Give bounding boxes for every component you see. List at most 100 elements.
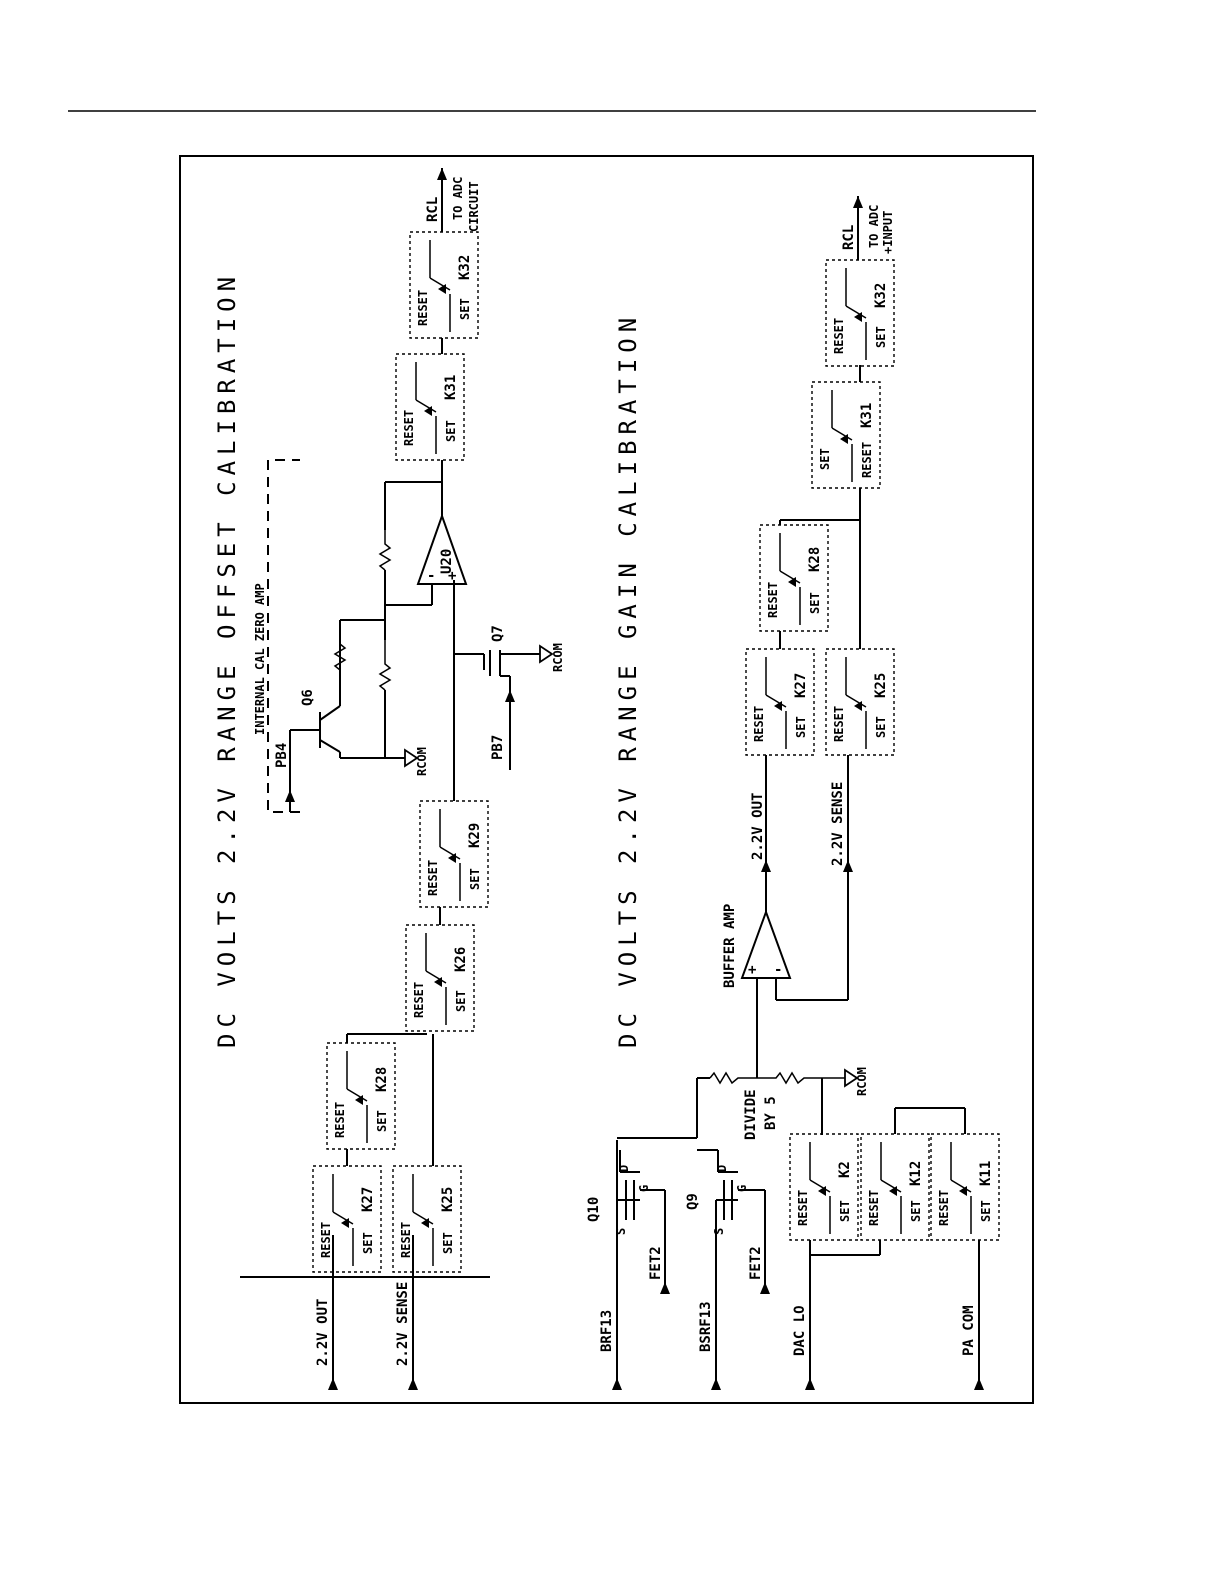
k12-set-label: SET (909, 1200, 923, 1222)
bsrf-arrow-icon (711, 1378, 721, 1390)
buffer-minus: - (774, 962, 782, 978)
u20-label: U20 (439, 549, 455, 574)
k25-reset-label: RESET (399, 1222, 413, 1258)
gain-title: DC VOLTS 2.2V RANGE GAIN CALIBRATION (614, 312, 642, 1048)
q10-s-label: S (614, 1228, 628, 1235)
out-input-arrow-icon (328, 1378, 338, 1390)
input-brf-label: BRF13 (599, 1310, 615, 1352)
q10-label: Q10 (586, 1197, 602, 1222)
rcl-arrow-icon (437, 168, 447, 180)
drawing-frame (179, 155, 1034, 1404)
k27g-label: K27 (793, 673, 809, 698)
buffer-out-arrow-icon (761, 860, 771, 872)
pb4-arrow-icon (285, 790, 295, 802)
k26-reset-label: RESET (412, 982, 426, 1018)
sense-input-arrow-icon (408, 1378, 418, 1390)
k31-reset-label: RESET (402, 410, 416, 446)
dest-label-bottom-2: +INPUT (881, 211, 895, 254)
gain-resistor (378, 530, 392, 571)
k29-label: K29 (467, 823, 483, 848)
k29-reset-label: RESET (426, 860, 440, 896)
k32-set-label: SET (458, 298, 472, 320)
q9-s-label: S (712, 1228, 726, 1235)
k25g-label: K25 (873, 673, 889, 698)
k25g-reset-label: RESET (832, 706, 846, 742)
k29-set-label: SET (468, 868, 482, 890)
k31g-reset-label: RESET (860, 442, 874, 478)
gain-calibration-circuit: BRF13 BSRF13 DAC LO PA COM Q10 S D G FET… (586, 196, 1000, 1390)
k2-set-label: SET (838, 1200, 852, 1222)
pb7-arrow-icon (505, 690, 515, 702)
dac-arrow-icon (805, 1378, 815, 1390)
feedback-resistor (333, 620, 347, 680)
brf-arrow-icon (612, 1378, 622, 1390)
k32-reset-label: RESET (416, 290, 430, 326)
offset-title: DC VOLTS 2.2V RANGE OFFSET CALIBRATION (213, 271, 241, 1048)
k2-reset-label: RESET (796, 1190, 810, 1226)
k31g-label: K31 (859, 403, 875, 428)
k28-set-label: SET (375, 1110, 389, 1132)
sense-label: 2.2V SENSE (830, 782, 846, 866)
q9-d-label: D (715, 1165, 729, 1172)
k28g-set-label: SET (808, 592, 822, 614)
input-sense-label: 2.2V SENSE (395, 1282, 411, 1366)
input-dac-label: DAC LO (792, 1305, 808, 1356)
q9-g-label: G (735, 1185, 749, 1192)
k11-label: K11 (978, 1161, 994, 1186)
rcl-label-bottom: RCL (841, 225, 857, 250)
fet2-label-2: FET2 (748, 1246, 764, 1280)
rcom-label-1: RCOM (415, 747, 429, 776)
k32g-label: K32 (873, 283, 889, 308)
input-pa-label: PA COM (961, 1305, 977, 1356)
k28g-reset-label: RESET (766, 582, 780, 618)
offset-calibration-circuit: 2.2V OUT 2.2V SENSE RESET SET K27 RESET … (240, 168, 565, 1390)
k25-label: K25 (440, 1187, 456, 1212)
k27g-set-label: SET (794, 716, 808, 738)
k32g-reset-label: RESET (832, 318, 846, 354)
k12-reset-label: RESET (867, 1190, 881, 1226)
buffer-label: BUFFER AMP (722, 904, 738, 988)
u20-plus: + (448, 568, 456, 584)
pb7-label: PB7 (490, 735, 506, 760)
k28-reset-label: RESET (333, 1102, 347, 1138)
input-resistor (378, 640, 392, 691)
buffer-plus: + (748, 962, 756, 978)
q10-g-label: G (637, 1185, 651, 1192)
zero-amp-boundary (267, 459, 300, 813)
divide-label-1: DIVIDE (743, 1089, 759, 1140)
q6-label: Q6 (300, 689, 316, 706)
q9-label: Q9 (685, 1193, 701, 1210)
k26-label: K26 (453, 947, 469, 972)
dest-label-top-1: TO ADC (451, 177, 465, 220)
k25g-set-label: SET (874, 716, 888, 738)
zero-amp-label: INTERNAL CAL ZERO AMP (253, 583, 267, 735)
q7-label: Q7 (490, 625, 506, 642)
k26-set-label: SET (454, 990, 468, 1012)
q10-d-label: D (617, 1165, 631, 1172)
fet2-arrow-icon-2 (760, 1282, 770, 1294)
divider-resistor-1 (709, 1071, 757, 1085)
dest-label-top-2: CIRCUIT (467, 181, 481, 232)
buffer-opamp (740, 909, 792, 979)
fet2-label-1: FET2 (648, 1246, 664, 1280)
u20-opamp (416, 512, 468, 585)
k11-set-label: SET (979, 1200, 993, 1222)
rcl-arrow-icon-gain (853, 196, 863, 208)
fet2-arrow-icon-1 (660, 1282, 670, 1294)
k27g-reset-label: RESET (752, 706, 766, 742)
k11-reset-label: RESET (937, 1190, 951, 1226)
input-bsrf-label: BSRF13 (698, 1301, 714, 1352)
k27-set-label: SET (361, 1232, 375, 1254)
k25-set-label: SET (441, 1232, 455, 1254)
k31-set-label: SET (444, 420, 458, 442)
pb4-label: PB4 (274, 743, 290, 768)
k27-label: K27 (360, 1187, 376, 1212)
out-label: 2.2V OUT (750, 793, 766, 860)
u20-minus: - (427, 568, 435, 584)
rcom-label-2: RCOM (551, 643, 565, 672)
k32g-set-label: SET (874, 326, 888, 348)
input-out-label: 2.2V OUT (315, 1299, 331, 1366)
dest-label-bottom-1: TO ADC (867, 205, 881, 248)
